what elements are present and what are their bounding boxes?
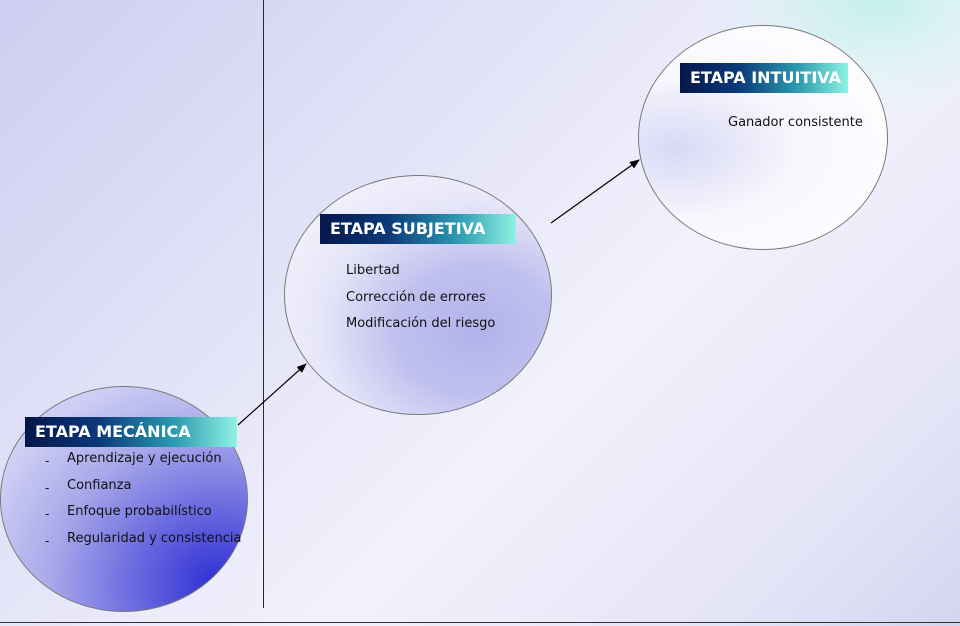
arrow-subjective-to-intuitive xyxy=(550,159,640,224)
stage-mechanical-bullet: - xyxy=(45,454,50,468)
stage-subjective-item: Libertad xyxy=(346,263,400,278)
stage-intuitive-circle xyxy=(638,25,888,250)
stage-mechanical-item: Confianza xyxy=(67,478,132,493)
stage-subjective-item: Modificación del riesgo xyxy=(346,316,496,331)
stage-subjective-item: Corrección de errores xyxy=(346,290,486,305)
stage-mechanical-item: Enfoque probabilístico xyxy=(67,504,212,519)
stage-mechanical-bullet: - xyxy=(45,534,50,548)
stage-subjective-title: ETAPA SUBJETIVA xyxy=(320,214,516,244)
stage-mechanical-item: Regularidad y consistencia xyxy=(67,531,242,546)
stage-mechanical-item: Aprendizaje y ejecución xyxy=(67,451,222,466)
vertical-divider xyxy=(263,0,264,608)
stage-intuitive-item: Ganador consistente xyxy=(728,115,863,130)
stage-mechanical-bullet: - xyxy=(45,507,50,521)
stage-intuitive-title: ETAPA INTUITIVA xyxy=(680,63,848,93)
arrow-mechanical-to-subjective xyxy=(237,363,307,426)
stage-mechanical-bullet: - xyxy=(45,481,50,495)
bottom-border-line xyxy=(0,622,960,623)
stage-mechanical-title: ETAPA MECÁNICA xyxy=(25,417,237,447)
